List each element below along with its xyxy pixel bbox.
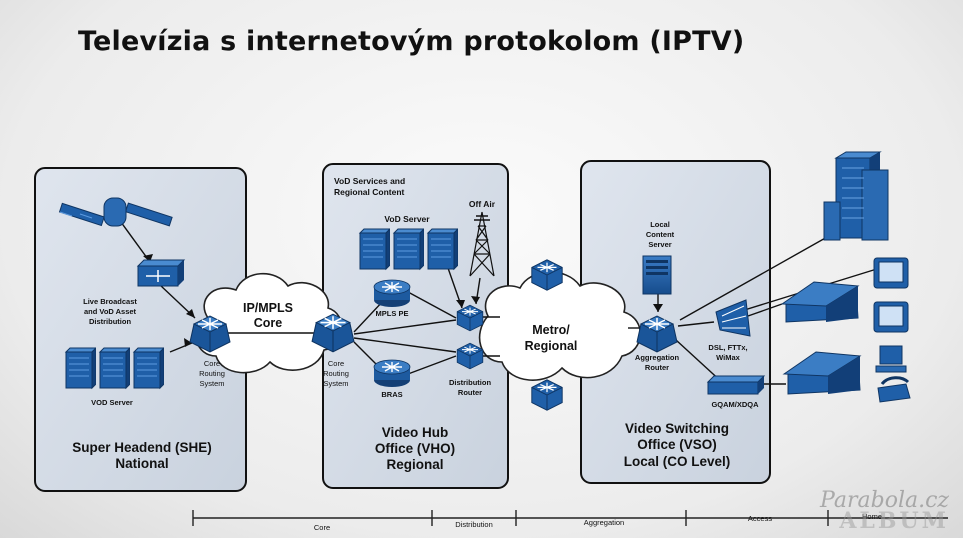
live-broadcast-label-1: Live Broadcast [83,297,137,306]
office-building-icon [823,151,889,241]
timeline-access-label: Access [748,514,772,523]
ipmpls-label-1: IP/MPLS [243,301,293,315]
vho-services-label-1: VoD Services and [334,176,405,186]
gqam-label: GQAM/XDQA [711,400,759,409]
vho-title-3: Regional [386,457,443,472]
house-icon [780,281,860,323]
slide-title: Televízia s internetovým protokolom (IPT… [78,26,745,57]
tv-icon [873,257,909,289]
vho-core-routing-label-2: Routing [323,369,349,378]
she-title-1: Super Headend (SHE) [72,440,212,455]
timeline [192,510,948,526]
timeline-distribution-label: Distribution [455,520,493,529]
local-server-label-3: Server [648,240,671,249]
ipmpls-label-2: Core [254,316,283,330]
local-content-server-icon [642,255,672,295]
vso-title-2: Office (VSO) [637,437,717,452]
vho-vod-rack-icon [359,228,390,270]
vho-title-1: Video Hub [382,425,449,440]
dslam-icon [715,299,751,337]
vod-rack-icon [65,347,96,389]
off-air-label: Off Air [469,199,496,209]
vho-title-2: Office (VHO) [375,441,455,456]
aggregation-router-label-2: Router [645,363,669,372]
live-broadcast-label-2: and VoD Asset [84,307,137,316]
she-title-2: National [115,456,168,471]
vod-rack-icon [99,347,130,389]
timeline-aggregation-label: Aggregation [584,518,624,527]
she-core-routing-label-2: Routing [199,369,225,378]
she-core-routing-label-3: System [199,379,224,388]
vho-vod-rack-icon [427,228,458,270]
tv-icon [873,301,909,333]
mpls-pe-label: MPLS PE [376,309,409,318]
satellite-icon [58,197,173,227]
watermark-line-2: ALBUM [839,508,949,534]
dsl-label-1: DSL, FTTx, [708,343,747,352]
antenna-tower-icon [469,211,495,277]
live-broadcast-label-3: Distribution [89,317,131,326]
vod-rack-icon [133,347,164,389]
bras-label: BRAS [381,390,402,399]
gqam-icon [706,375,766,395]
vso-title-1: Video Switching [625,421,729,436]
local-server-label-1: Local [650,220,670,229]
metro-label-1: Metro/ [532,323,570,337]
local-server-label-2: Content [646,230,675,239]
bras-router-icon [373,359,411,388]
metro-label-2: Regional [525,339,578,353]
timeline-core-label: Core [314,523,330,532]
vso-title-3: Local (CO Level) [624,454,731,469]
vho-services-label-2: Regional Content [334,187,405,197]
phone-icon [877,376,911,403]
vho-vod-server-label: VoD Server [384,214,430,224]
she-vod-server-label: VOD Server [91,398,133,407]
vho-core-routing-label-3: System [323,379,348,388]
mpls-pe-router-icon [373,279,411,308]
distribution-router-label-1: Distribution [449,378,491,387]
watermark: Parabola.cz ALBUM [820,488,949,534]
watermark-line-1: Parabola.cz [820,488,949,513]
distribution-router-label-2: Router [458,388,482,397]
vho-core-routing-label-1: Core [328,359,344,368]
metro-bottom-switch-icon [531,379,563,411]
dsl-label-2: WiMax [716,353,741,362]
encoder-icon [136,259,186,287]
timeline-home-label: Home [862,512,882,521]
house-icon [782,351,862,395]
vho-vod-rack-icon [393,228,424,270]
arrowheads [143,254,663,347]
she-core-routing-label-1: Core [204,359,220,368]
aggregation-router-label-1: Aggregation [635,353,680,362]
computer-icon [875,345,907,373]
